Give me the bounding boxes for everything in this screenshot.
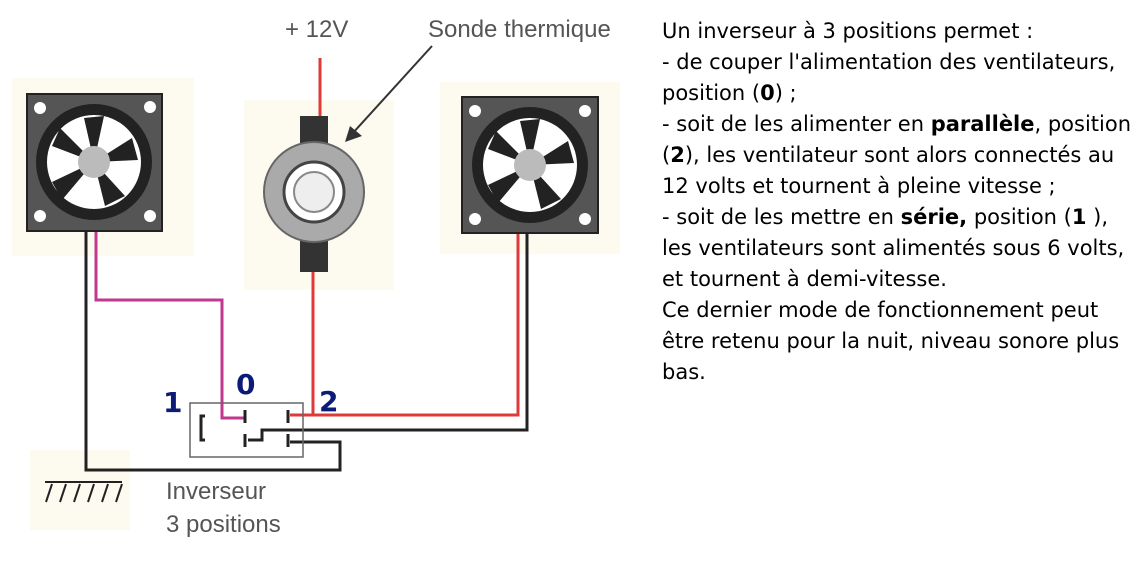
text-span: - de couper l'alimentation des ventilate… <box>662 50 1116 105</box>
switch-position-0: 0 <box>236 368 255 401</box>
text-span: , position ( <box>662 112 1132 167</box>
wiring-diagram: + 12V Sonde thermique 1 0 2 Inverseur 3 … <box>12 16 620 538</box>
paragraph-parallel: - soit de les alimenter en parallèle, po… <box>662 109 1142 202</box>
text-span: ), les ventilateur sont alors connectés … <box>662 143 1115 198</box>
right-fan-icon <box>461 96 599 234</box>
text-bold: 2 <box>670 143 685 167</box>
left-fan-icon <box>26 93 163 232</box>
paragraph-conclusion: Ce dernier mode de fonctionnement peut ê… <box>662 298 1120 384</box>
paragraph-off: - de couper l'alimentation des ventilate… <box>662 47 1142 109</box>
switch-label-2: 3 positions <box>166 511 281 538</box>
supply-label: + 12V <box>285 16 348 43</box>
explanation-text: Un inverseur à 3 positions permet : - de… <box>662 16 1142 388</box>
paragraph-series: - soit de les mettre en série, position … <box>662 202 1142 295</box>
text-bold: parallèle <box>930 112 1035 136</box>
text-span: ) ; <box>774 81 797 105</box>
text-bold: série, <box>900 205 968 229</box>
text-span: ), les ventilateurs sont alimentés sous … <box>662 205 1125 291</box>
sensor-arrow-icon <box>345 45 433 142</box>
switch-label-1: Inverseur <box>166 478 266 505</box>
sensor-label: Sonde thermique <box>428 16 611 43</box>
red-wire-fan <box>313 205 520 417</box>
paragraph-intro: Un inverseur à 3 positions permet : <box>662 19 1034 43</box>
text-span: position ( <box>967 205 1072 229</box>
ground-icon <box>45 481 123 503</box>
text-span: - soit de les mettre en <box>662 205 901 229</box>
black-wire-fan <box>248 205 529 442</box>
thermal-sensor-icon <box>263 116 365 272</box>
switch-position-1: 1 <box>163 386 182 419</box>
pink-wire <box>94 205 245 420</box>
ground-wire <box>84 205 342 472</box>
text-span: - soit de les alimenter en <box>662 112 931 136</box>
switch-position-2: 2 <box>319 385 338 418</box>
text-bold: 0 <box>760 81 775 105</box>
text-bold: 1 <box>1071 205 1087 229</box>
switch-icon <box>189 402 304 458</box>
